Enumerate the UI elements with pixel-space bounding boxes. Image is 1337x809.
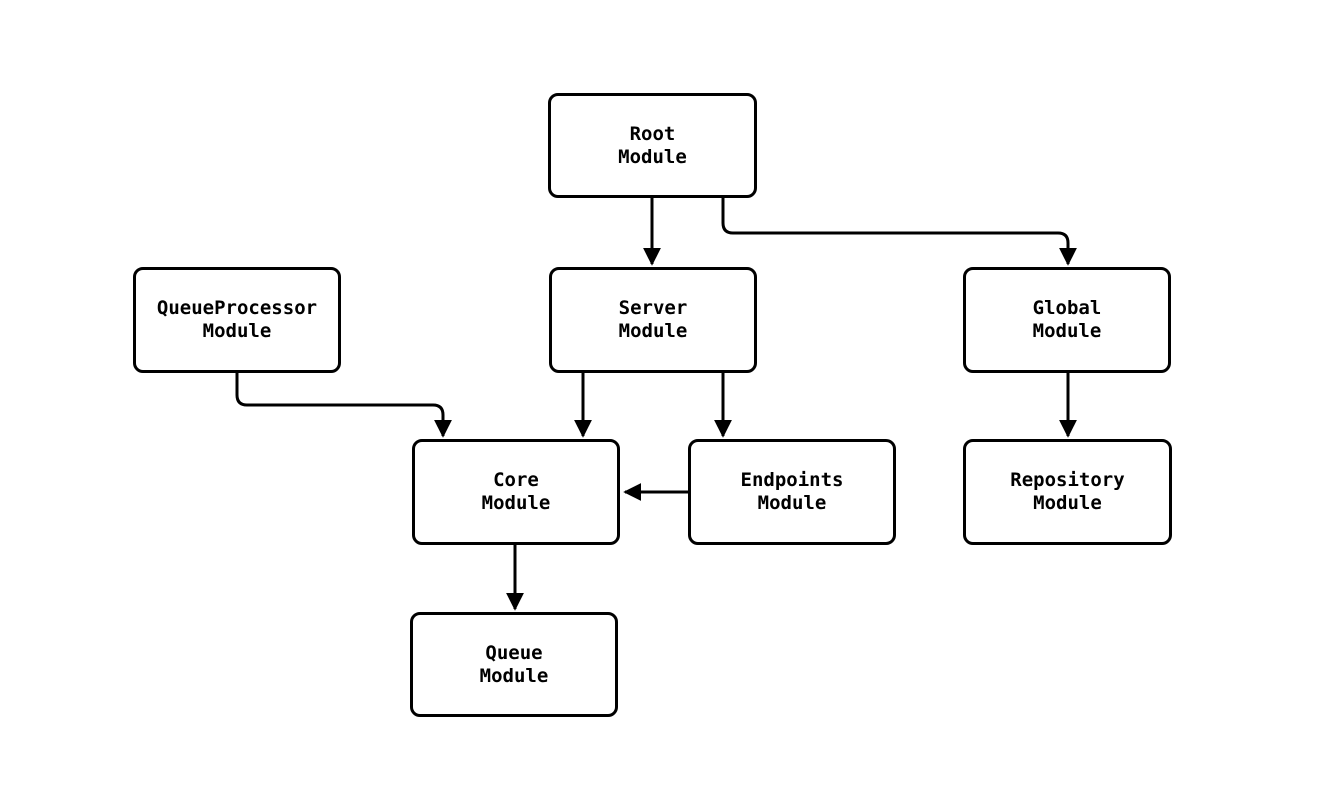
node-label-line: Module bbox=[757, 492, 827, 514]
node-label-line: Core bbox=[493, 469, 539, 491]
edge-group bbox=[235, 198, 1077, 611]
node-label-line: Module bbox=[1032, 320, 1102, 342]
node-label-line: Module bbox=[479, 664, 549, 687]
node-label-line: QueueProcessor bbox=[156, 297, 318, 319]
node-label-line: Module bbox=[1033, 492, 1102, 514]
node-label-line: Server bbox=[618, 297, 688, 319]
node-label-line: Queue bbox=[485, 641, 543, 664]
node-label-line: Root bbox=[629, 122, 676, 145]
node-label-line: Module bbox=[618, 320, 688, 342]
node-label-line: Module bbox=[618, 145, 687, 168]
node-label-line: Module bbox=[481, 492, 551, 514]
node-label-line: Global bbox=[1032, 297, 1102, 319]
node-label-line: Repository bbox=[1010, 469, 1125, 491]
edge-queueprocessor-to-core bbox=[235, 373, 452, 438]
edge-root-to-global bbox=[721, 198, 1077, 266]
node-label-line: Endpoints bbox=[740, 469, 844, 491]
node-label-line: Module bbox=[202, 320, 272, 342]
